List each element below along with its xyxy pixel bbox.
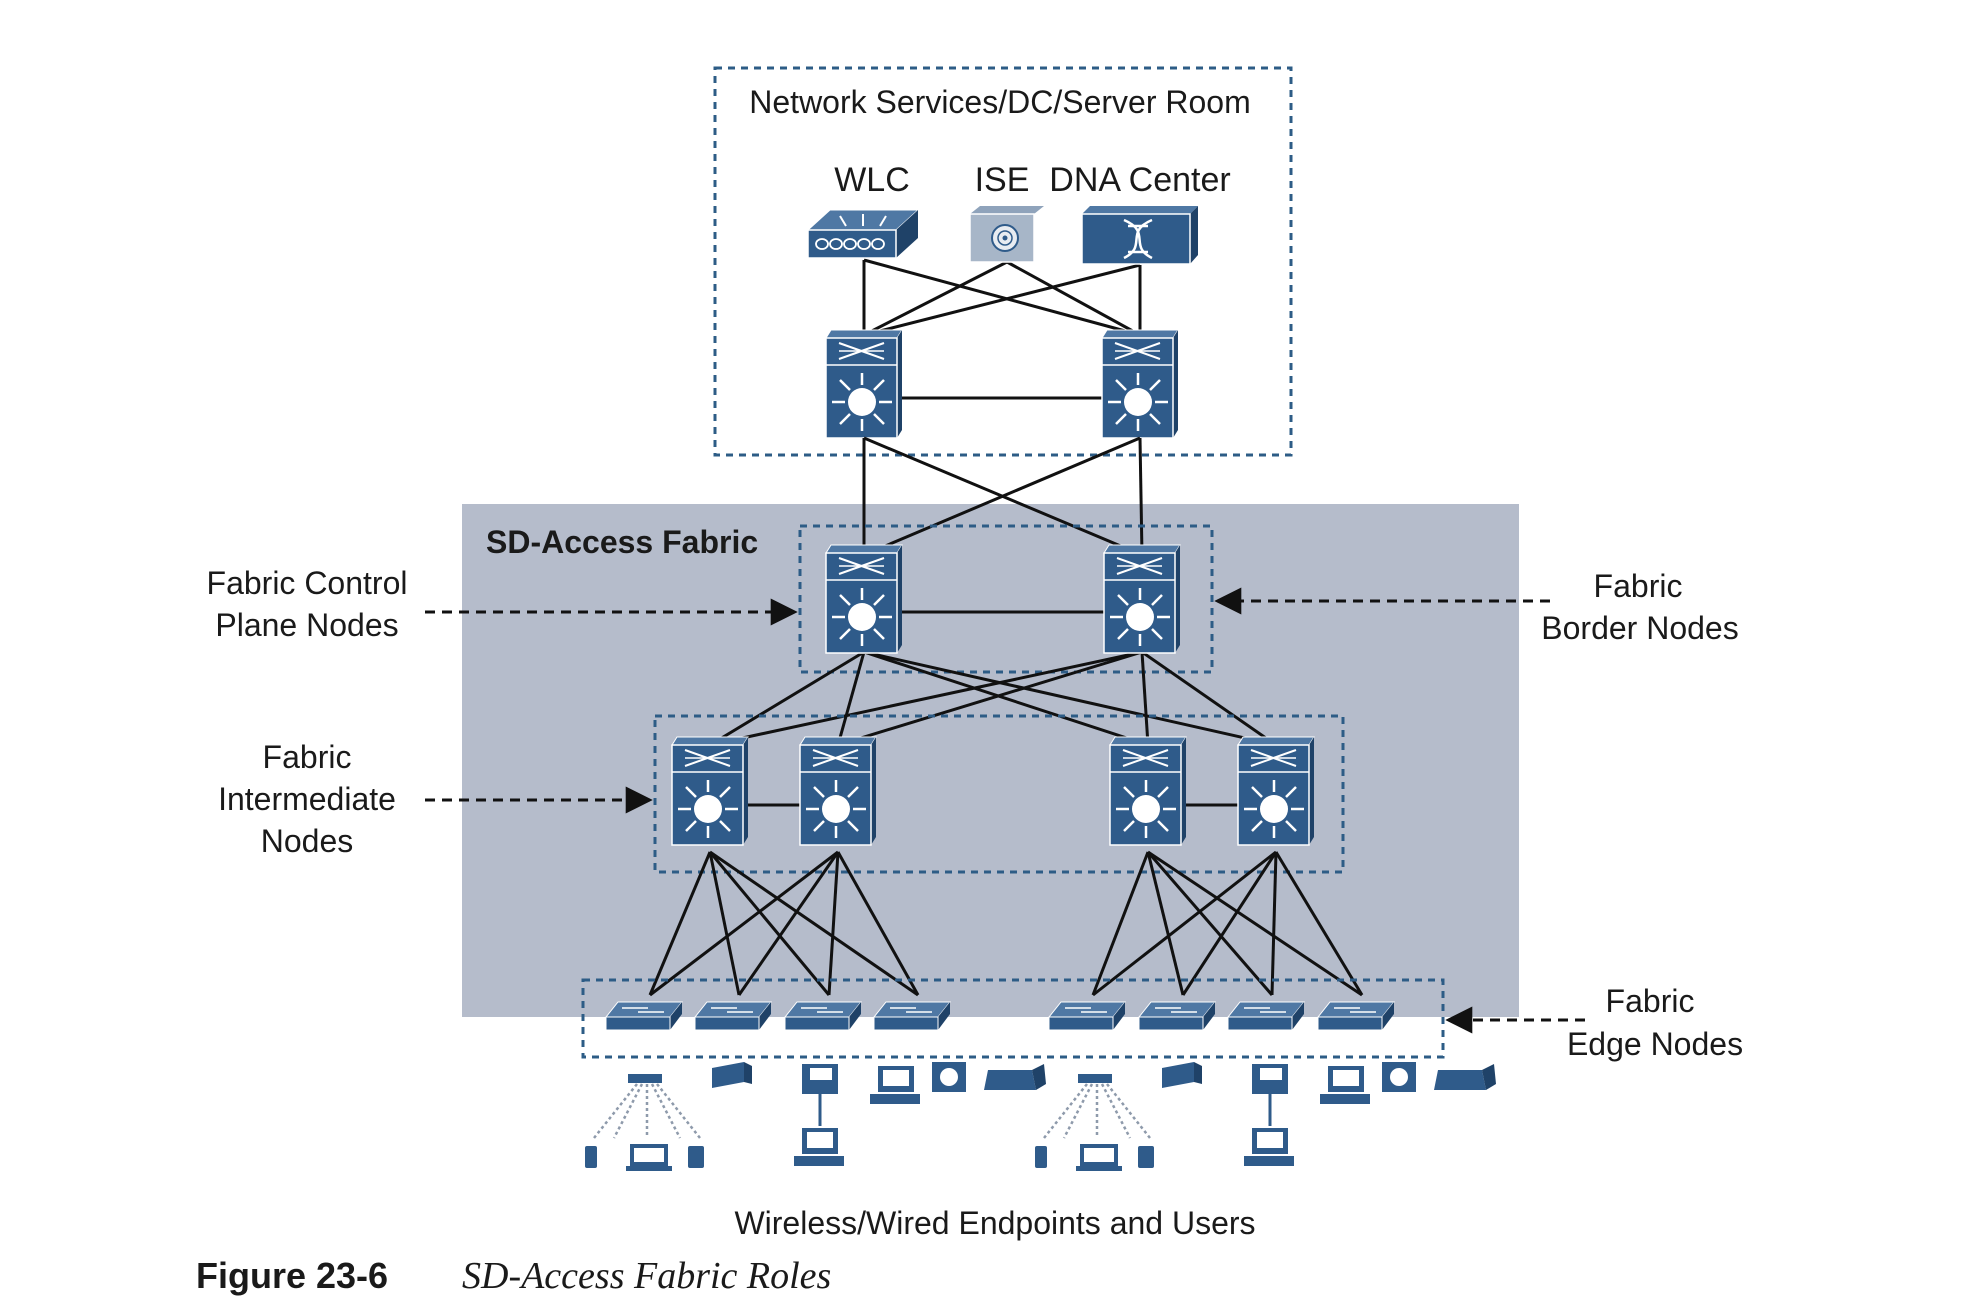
edge-switch-6 [1138, 1001, 1216, 1031]
services-zone-label: Network Services/DC/Server Room [749, 84, 1250, 120]
border-label-line1: Fabric [1594, 568, 1683, 604]
control-plane-node [824, 543, 904, 655]
edge-switch-5 [1048, 1001, 1126, 1031]
intermediate-label-line3: Nodes [261, 823, 354, 859]
endpoint-group-left [583, 1060, 1048, 1173]
endpoints-label: Wireless/Wired Endpoints and Users [734, 1205, 1255, 1241]
edge-zone [581, 978, 1445, 1059]
fabric-zone-label: SD-Access Fabric [486, 524, 758, 560]
endpoint-group-right [1033, 1060, 1498, 1173]
wlc-label: WLC [834, 161, 910, 199]
edge-label-line2: Edge Nodes [1567, 1026, 1743, 1062]
edge-switch-8 [1317, 1001, 1395, 1031]
intermediate-to-edge-links [648, 850, 1364, 997]
edge-switch-7 [1227, 1001, 1305, 1031]
edge-label-line1: Fabric [1606, 983, 1695, 1019]
edge-switch-4 [873, 1001, 951, 1031]
control-plane-label-line1: Fabric Control [207, 565, 408, 601]
intermediate-node-1 [670, 735, 750, 847]
intermediate-node-4 [1236, 735, 1316, 847]
service-links [862, 258, 1142, 337]
fabric-zone [462, 504, 1519, 1017]
border-control-zone [798, 524, 1214, 674]
intermediate-label-line2: Intermediate [218, 781, 396, 817]
control-plane-label-line2: Plane Nodes [215, 607, 398, 643]
intermediate-node-2 [798, 735, 878, 847]
edge-switch-1 [605, 1001, 683, 1031]
services-switch-right [1100, 328, 1180, 440]
edge-switch-2 [694, 1001, 772, 1031]
edge-switch-3 [784, 1001, 862, 1031]
dna-center-icon [1081, 206, 1198, 265]
figure-title: SD-Access Fabric Roles [462, 1255, 831, 1297]
ise-icon [969, 206, 1044, 263]
border-to-intermediate-links [709, 650, 1277, 747]
services-switch-left [824, 328, 904, 440]
core-to-border-links [862, 436, 1144, 557]
figure-number: Figure 23-6 [196, 1255, 388, 1296]
dnac-label: DNA Center [1049, 161, 1230, 199]
intermediate-label-line1: Fabric [263, 739, 352, 775]
intermediate-node-3 [1108, 735, 1188, 847]
border-label-line2: Border Nodes [1541, 610, 1738, 646]
services-zone [713, 66, 1293, 457]
wlc-icon [806, 209, 920, 259]
border-node [1102, 543, 1182, 655]
intermediate-zone [653, 714, 1345, 874]
ise-label: ISE [975, 161, 1030, 199]
